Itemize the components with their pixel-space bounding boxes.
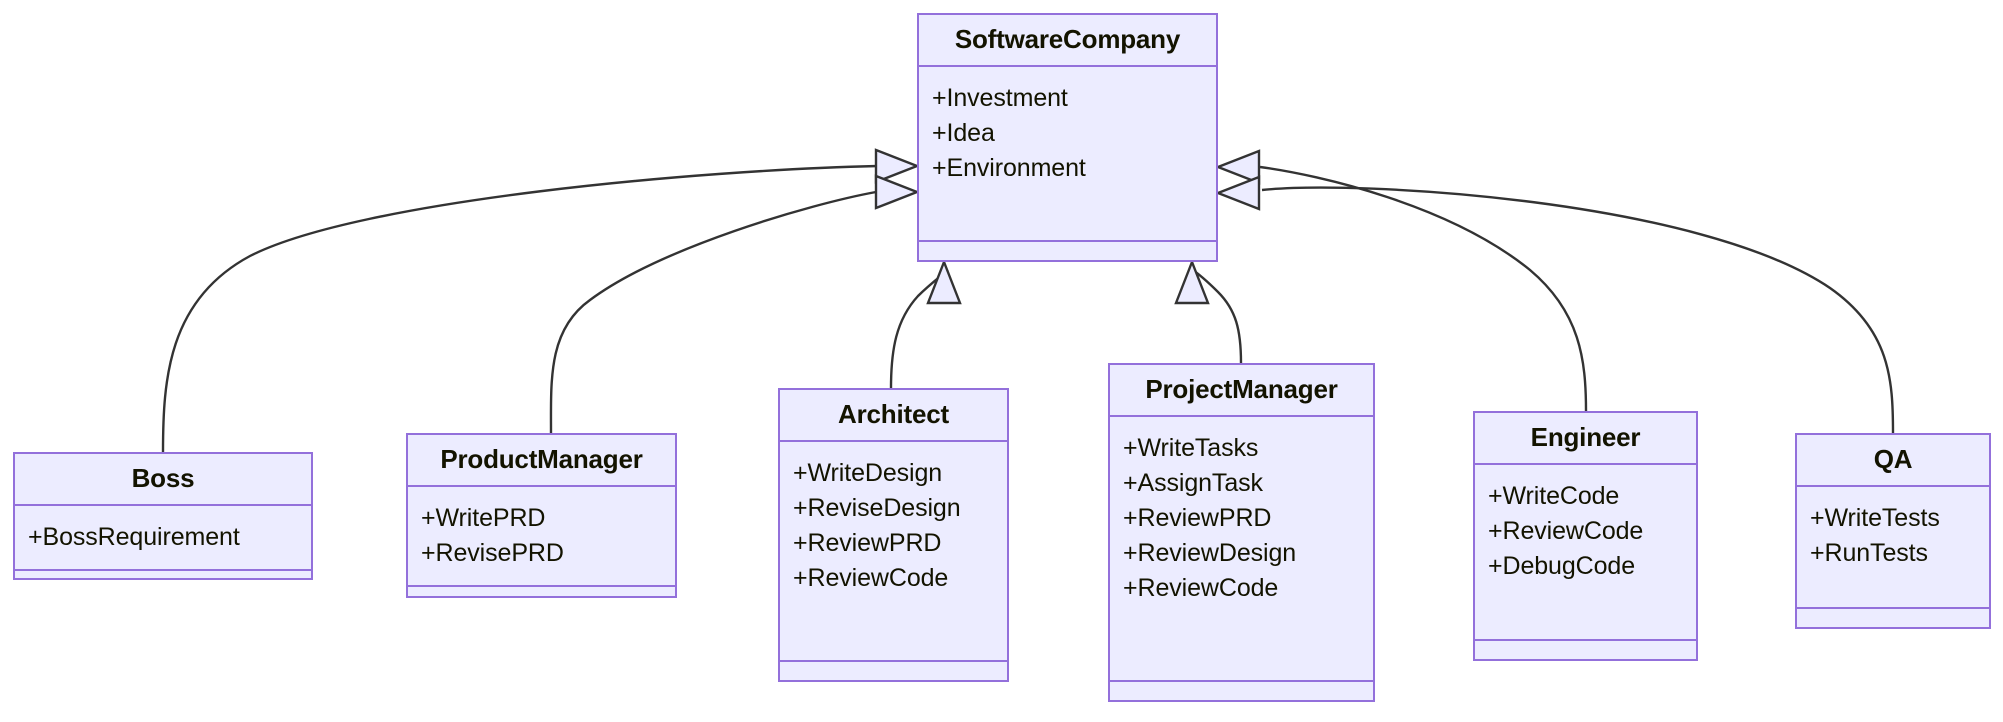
attribute-row: +ReviewCode: [1123, 574, 1279, 602]
class-title-softwarecompany: SoftwareCompany: [919, 15, 1216, 67]
class-node-projectmanager[interactable]: ProjectManager +WriteTasks +AssignTask +…: [1108, 363, 1375, 702]
class-methods-qa: [1797, 609, 1989, 627]
class-methods-boss: [15, 571, 311, 578]
inheritance-arrowhead-productmanager: [874, 174, 921, 210]
inheritance-arrowhead-projectmanager: [1174, 258, 1210, 305]
class-attributes-architect: +WriteDesign +ReviseDesign +ReviewPRD +R…: [780, 442, 1007, 662]
inheritance-arrowhead-qa: [1214, 175, 1261, 211]
attribute-row: +RunTests: [1810, 539, 1928, 567]
class-title-architect: Architect: [780, 390, 1007, 442]
class-attributes-qa: +WriteTests +RunTests: [1797, 487, 1989, 609]
attribute-row: +WritePRD: [421, 504, 546, 532]
class-methods-projectmanager: [1110, 682, 1373, 700]
inheritance-arrowhead-engineer: [1214, 149, 1261, 185]
edge-architect-to-softwarecompany: [889, 269, 949, 389]
edge-projectmanager-to-softwarecompany: [1189, 267, 1243, 364]
class-node-architect[interactable]: Architect +WriteDesign +ReviseDesign +Re…: [778, 388, 1009, 682]
class-title-projectmanager: ProjectManager: [1110, 365, 1373, 417]
class-methods-productmanager: [408, 587, 675, 596]
edge-boss-to-softwarecompany: [161, 164, 879, 453]
attribute-row: +WriteTasks: [1123, 434, 1259, 462]
inheritance-arrowhead-architect: [926, 258, 962, 305]
class-methods-architect: [780, 662, 1007, 680]
class-title-productmanager: ProductManager: [408, 435, 675, 487]
attribute-row: +WriteDesign: [793, 459, 943, 487]
class-attributes-productmanager: +WritePRD +RevisePRD: [408, 487, 675, 587]
attribute-row: +WriteCode: [1488, 482, 1620, 510]
attribute-row: +ReviewPRD: [1123, 504, 1272, 532]
attribute-row: +ReviseDesign: [793, 494, 961, 522]
class-attributes-projectmanager: +WriteTasks +AssignTask +ReviewPRD +Revi…: [1110, 417, 1373, 682]
inheritance-arrowhead-boss: [874, 148, 921, 184]
attribute-row: +RevisePRD: [421, 539, 564, 567]
class-attributes-engineer: +WriteCode +ReviewCode +DebugCode: [1475, 465, 1696, 641]
attribute-row: +WriteTests: [1810, 504, 1940, 532]
attribute-row: +ReviewCode: [793, 564, 949, 592]
class-node-productmanager[interactable]: ProductManager +WritePRD +RevisePRD: [406, 433, 677, 598]
class-node-engineer[interactable]: Engineer +WriteCode +ReviewCode +DebugCo…: [1473, 411, 1698, 661]
attribute-row: +Idea: [932, 119, 995, 147]
class-title-boss: Boss: [15, 454, 311, 506]
attribute-row: +AssignTask: [1123, 469, 1263, 497]
class-methods-softwarecompany: [919, 242, 1216, 260]
attribute-row: +ReviewCode: [1488, 517, 1644, 545]
attribute-row: +BossRequirement: [28, 523, 240, 551]
attribute-row: +ReviewPRD: [793, 529, 942, 557]
class-methods-engineer: [1475, 641, 1696, 659]
attribute-row: +ReviewDesign: [1123, 539, 1297, 567]
class-node-softwarecompany[interactable]: SoftwareCompany +Investment +Idea +Envir…: [917, 13, 1218, 262]
class-attributes-boss: +BossRequirement: [15, 506, 311, 571]
attribute-row: +Environment: [932, 154, 1086, 182]
attribute-row: +Investment: [932, 84, 1068, 112]
class-node-boss[interactable]: Boss +BossRequirement: [13, 452, 313, 580]
attribute-row: +DebugCode: [1488, 552, 1636, 580]
class-title-engineer: Engineer: [1475, 413, 1696, 465]
class-attributes-softwarecompany: +Investment +Idea +Environment: [919, 67, 1216, 242]
class-node-qa[interactable]: QA +WriteTests +RunTests: [1795, 433, 1991, 629]
class-title-qa: QA: [1797, 435, 1989, 487]
